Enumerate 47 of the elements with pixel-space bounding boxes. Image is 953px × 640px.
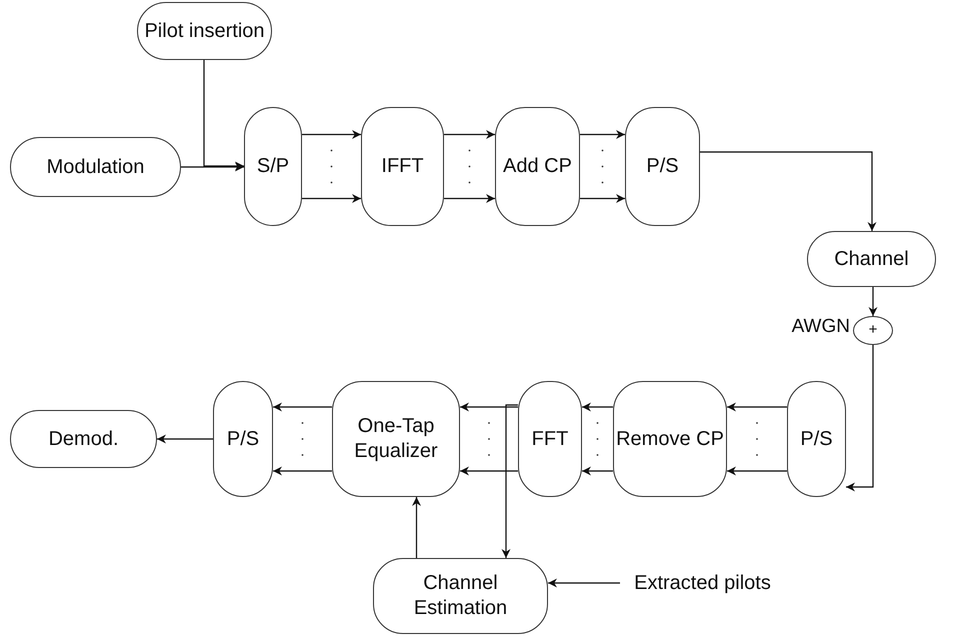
process-box	[373, 558, 548, 634]
block-label: Channel	[834, 246, 909, 272]
arrow	[580, 130, 625, 139]
arrow	[868, 287, 878, 316]
arrow	[580, 194, 625, 203]
arrow	[700, 151, 876, 231]
process-box	[625, 107, 700, 226]
block-label: Demod.	[48, 426, 119, 452]
arrow	[460, 466, 518, 476]
process-box	[613, 381, 727, 497]
block-label: S/P	[256, 154, 290, 179]
process-box	[518, 381, 582, 497]
arrow	[727, 466, 787, 476]
arrow	[273, 466, 332, 476]
block-label: IFFT	[381, 154, 424, 179]
arrow	[846, 345, 874, 492]
block-label: Remove CP	[616, 426, 724, 452]
block-label: P/S	[226, 426, 260, 452]
block-label: Add CP	[503, 154, 572, 179]
block-label: Pilot insertion	[144, 18, 265, 44]
block-label: One-Tap Equalizer	[353, 414, 439, 464]
arrow	[181, 162, 244, 172]
block-label: Channel Estimation	[412, 571, 508, 621]
input-label-text: Extracted pilots	[634, 570, 771, 596]
process-box	[495, 107, 580, 226]
arrow	[460, 402, 518, 412]
arrow	[502, 404, 518, 558]
arrow	[727, 402, 787, 412]
arrow	[157, 434, 213, 444]
arrow	[582, 466, 613, 476]
arrow	[444, 130, 495, 139]
arrow	[582, 402, 613, 412]
arrow	[548, 578, 620, 588]
process-box	[361, 107, 444, 226]
plus-sign: +	[868, 321, 878, 340]
arrow	[203, 60, 244, 170]
arrow	[273, 402, 332, 412]
arrow	[302, 194, 361, 203]
block-label: P/S	[646, 154, 679, 179]
process-box	[332, 381, 460, 497]
arrow	[444, 194, 495, 203]
arrow	[302, 130, 361, 139]
block-label: Modulation	[46, 154, 144, 180]
signal-label: AWGN	[792, 315, 850, 339]
block-label: P/S	[800, 426, 833, 452]
block-label: FFT	[532, 426, 568, 452]
arrow	[412, 497, 421, 558]
